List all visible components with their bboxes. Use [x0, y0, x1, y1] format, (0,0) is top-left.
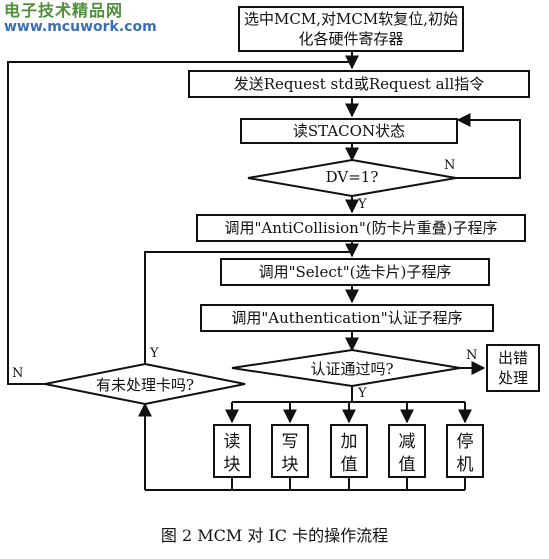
- op-halt: 停机: [446, 424, 484, 478]
- authentication-text: 调用"Authentication"认证子程序: [231, 309, 463, 327]
- auth-yes-label: Y: [358, 386, 367, 401]
- op-halt-text: 停机: [456, 432, 474, 475]
- op-decrement: 减值: [388, 424, 426, 478]
- anticollision-text: 调用"AntiCollision"(防卡片重叠)子程序: [224, 219, 498, 237]
- auth-check-text: 认证通过吗?: [310, 360, 394, 378]
- op-increment: 加值: [330, 424, 368, 478]
- error-text: 出错处理: [497, 349, 528, 387]
- figure-caption: 图 2 MCM 对 IC 卡的操作流程: [160, 526, 389, 545]
- op-write-block: 写块: [271, 424, 309, 478]
- error-box: 出错处理: [486, 344, 540, 392]
- init-box: 选中MCM,对MCM软复位,初始化各硬件寄存器: [238, 6, 464, 52]
- dv-no-label: N: [444, 158, 456, 173]
- select-box: 调用"Select"(选卡片)子程序: [220, 258, 490, 286]
- send-request-box: 发送Request std或Request all指令: [188, 70, 530, 98]
- anticollision-box: 调用"AntiCollision"(防卡片重叠)子程序: [196, 214, 526, 242]
- auth-check-diamond: [231, 348, 461, 388]
- op-decrement-text: 减值: [398, 432, 416, 475]
- select-text: 调用"Select"(选卡片)子程序: [258, 263, 452, 281]
- op-read-block-text: 读块: [223, 432, 241, 475]
- watermark: 电子技术精品网 www.mcuwork.com: [4, 2, 164, 36]
- unprocessed-no-label: N: [12, 366, 24, 381]
- init-text: 选中MCM,对MCM软复位,初始化各硬件寄存器: [244, 10, 458, 48]
- watermark-title: 电子技术精品网: [4, 1, 124, 20]
- op-write-block-text: 写块: [281, 432, 299, 475]
- unprocessed-check-text: 有未处理卡吗?: [95, 376, 195, 394]
- read-stacon-text: 读STACON状态: [292, 122, 406, 140]
- dv-check-text: DV=1?: [325, 168, 379, 186]
- send-request-text: 发送Request std或Request all指令: [233, 75, 485, 93]
- dv-check-diamond: [247, 158, 457, 198]
- read-stacon-box: 读STACON状态: [240, 118, 458, 144]
- dv-yes-label: Y: [358, 197, 367, 212]
- unprocessed-check-diamond: [44, 362, 246, 406]
- auth-no-label: N: [466, 348, 478, 363]
- authentication-box: 调用"Authentication"认证子程序: [200, 304, 494, 332]
- op-read-block: 读块: [213, 424, 251, 478]
- watermark-url: www.mcuwork.com: [4, 19, 157, 35]
- op-increment-text: 加值: [340, 432, 358, 475]
- unprocessed-yes-label: Y: [150, 346, 159, 361]
